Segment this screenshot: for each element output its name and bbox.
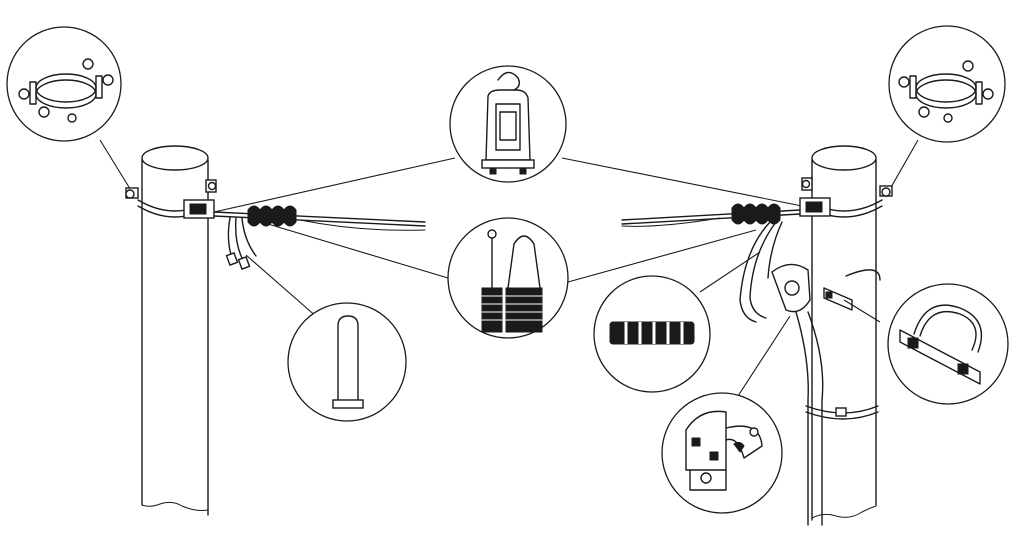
distribution-box-icon bbox=[685, 410, 763, 491]
callout-suspension-hook bbox=[449, 65, 567, 183]
callout-end-cap bbox=[287, 302, 407, 422]
callout-junction-box bbox=[661, 392, 783, 514]
pole-clamp-bracket-icon bbox=[18, 58, 114, 123]
insulating-sleeve-icon bbox=[609, 321, 695, 345]
leader-clamp-right bbox=[567, 229, 757, 283]
left-wedge-clamp bbox=[247, 205, 297, 227]
callout-pole-bracket-right bbox=[888, 25, 1006, 143]
leader-bracket-left bbox=[99, 139, 133, 193]
callout-mounting-bracket bbox=[887, 283, 1009, 405]
u-bolt-bracket-icon bbox=[899, 304, 983, 385]
leader-ubolt bbox=[843, 299, 881, 323]
callout-pole-bracket-left bbox=[6, 26, 122, 142]
leader-junction bbox=[737, 315, 791, 397]
callout-tension-clamps bbox=[447, 217, 569, 339]
leader-hook-right bbox=[561, 157, 803, 207]
leader-clamp-left bbox=[267, 223, 449, 279]
callout-connector-sleeve bbox=[593, 275, 711, 393]
right-wedge-clamp bbox=[731, 203, 781, 225]
hook-clamp-icon bbox=[481, 71, 535, 175]
leader-hook-left bbox=[213, 157, 456, 213]
pole-clamp-bracket-icon-right bbox=[898, 60, 994, 123]
left-pole bbox=[125, 145, 426, 516]
leader-endcap bbox=[245, 254, 319, 319]
leader-lines bbox=[99, 139, 919, 397]
leader-sleeve bbox=[699, 251, 761, 293]
cable-end-cap-icon bbox=[332, 315, 364, 409]
right-pole bbox=[621, 145, 893, 526]
wedge-tension-clamp-pair-icon bbox=[481, 229, 543, 333]
